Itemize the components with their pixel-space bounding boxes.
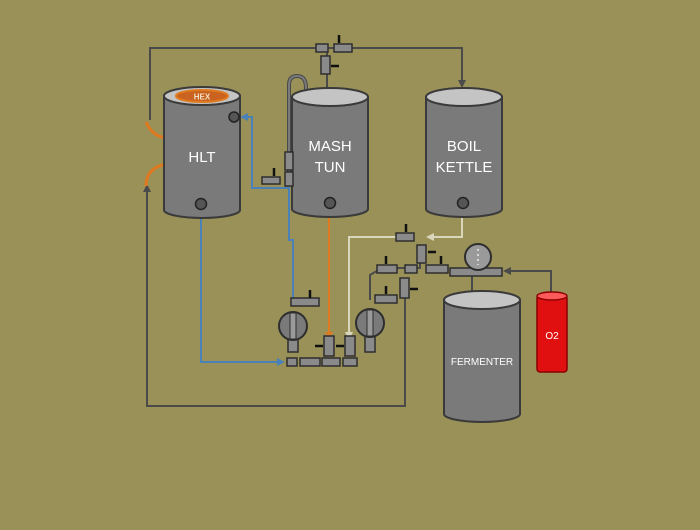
valve-icon (404, 264, 418, 274)
valve-icon (286, 357, 298, 367)
valve-icon (416, 244, 427, 264)
valve-icon (321, 357, 341, 367)
fermenter-vessel: FERMENTER (443, 290, 521, 423)
pipes (143, 47, 552, 407)
valve-icon (290, 297, 320, 307)
boil-kettle-vessel: BOIL KETTLE (425, 87, 503, 218)
kettle-outlet-port (456, 196, 470, 210)
oxygen-line (503, 267, 552, 292)
kettle-to-pump-line (345, 236, 405, 340)
boil-kettle-label-2: KETTLE (436, 159, 493, 176)
oxygen-tank: O2 (536, 291, 568, 373)
valve-icon (425, 264, 449, 274)
hlt-label: HLT (188, 149, 215, 166)
oxygen-label: O2 (545, 331, 559, 342)
fittings (261, 35, 503, 367)
valve-icon (399, 277, 410, 299)
mash-outlet-port (323, 196, 337, 210)
valve-icon (315, 43, 329, 53)
return-loop-line (143, 184, 406, 407)
valve-icon (261, 176, 281, 185)
valve-icon (342, 357, 358, 367)
mash-tun-label-2: TUN (315, 159, 346, 176)
hex-label: HEX (194, 93, 211, 102)
mash-tun-vessel: MASH TUN (291, 87, 369, 218)
valve-icon (284, 171, 294, 187)
valve-icon (299, 357, 321, 367)
heat-exchanger-icon (464, 243, 492, 271)
valve-icon (284, 151, 294, 171)
pump-1 (278, 311, 308, 353)
hlt-return-port (228, 111, 240, 123)
heat-exchanger (464, 243, 492, 271)
pump-2 (355, 308, 385, 353)
valve-icon (320, 55, 331, 75)
valve-icon (395, 232, 415, 242)
hlt-vessel: HEX HLT (163, 86, 241, 219)
valve-icon (374, 294, 398, 304)
mash-tun-label-1: MASH (308, 138, 351, 155)
boil-kettle-label-1: BOIL (447, 138, 481, 155)
fermenter-label: FERMENTER (451, 357, 513, 368)
mash-recirc-line (240, 113, 294, 300)
valve-icon (376, 264, 398, 274)
hlt-outlet-port (194, 197, 208, 211)
hlt-outlet-line (200, 205, 285, 366)
valve-icon (344, 335, 356, 357)
valve-icon (333, 43, 353, 53)
valve-icon (323, 335, 335, 357)
hex-coil (175, 89, 229, 103)
top-transfer-line (149, 47, 466, 120)
pump2-outlet-line (369, 248, 421, 300)
